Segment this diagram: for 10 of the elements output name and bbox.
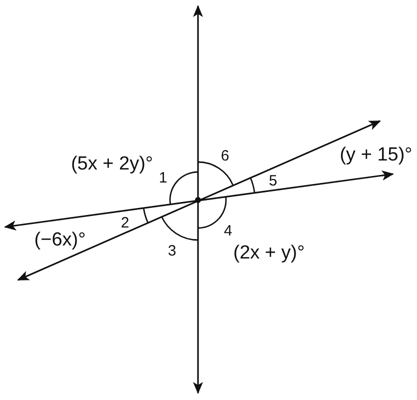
angle-expression: (y + 15)° bbox=[340, 146, 412, 164]
angle-number: 4 bbox=[224, 224, 232, 238]
angle-number: 2 bbox=[120, 216, 130, 230]
angle-expression: (2x + y)° bbox=[233, 244, 305, 262]
angle-number: 1 bbox=[158, 170, 168, 186]
angle-expression: (−6x)° bbox=[34, 230, 86, 250]
angle-number: 5 bbox=[268, 174, 278, 188]
angle-expression: (5x + 2y)° bbox=[70, 154, 154, 174]
angle-number: 3 bbox=[168, 244, 176, 258]
angle-number: 6 bbox=[220, 148, 230, 164]
